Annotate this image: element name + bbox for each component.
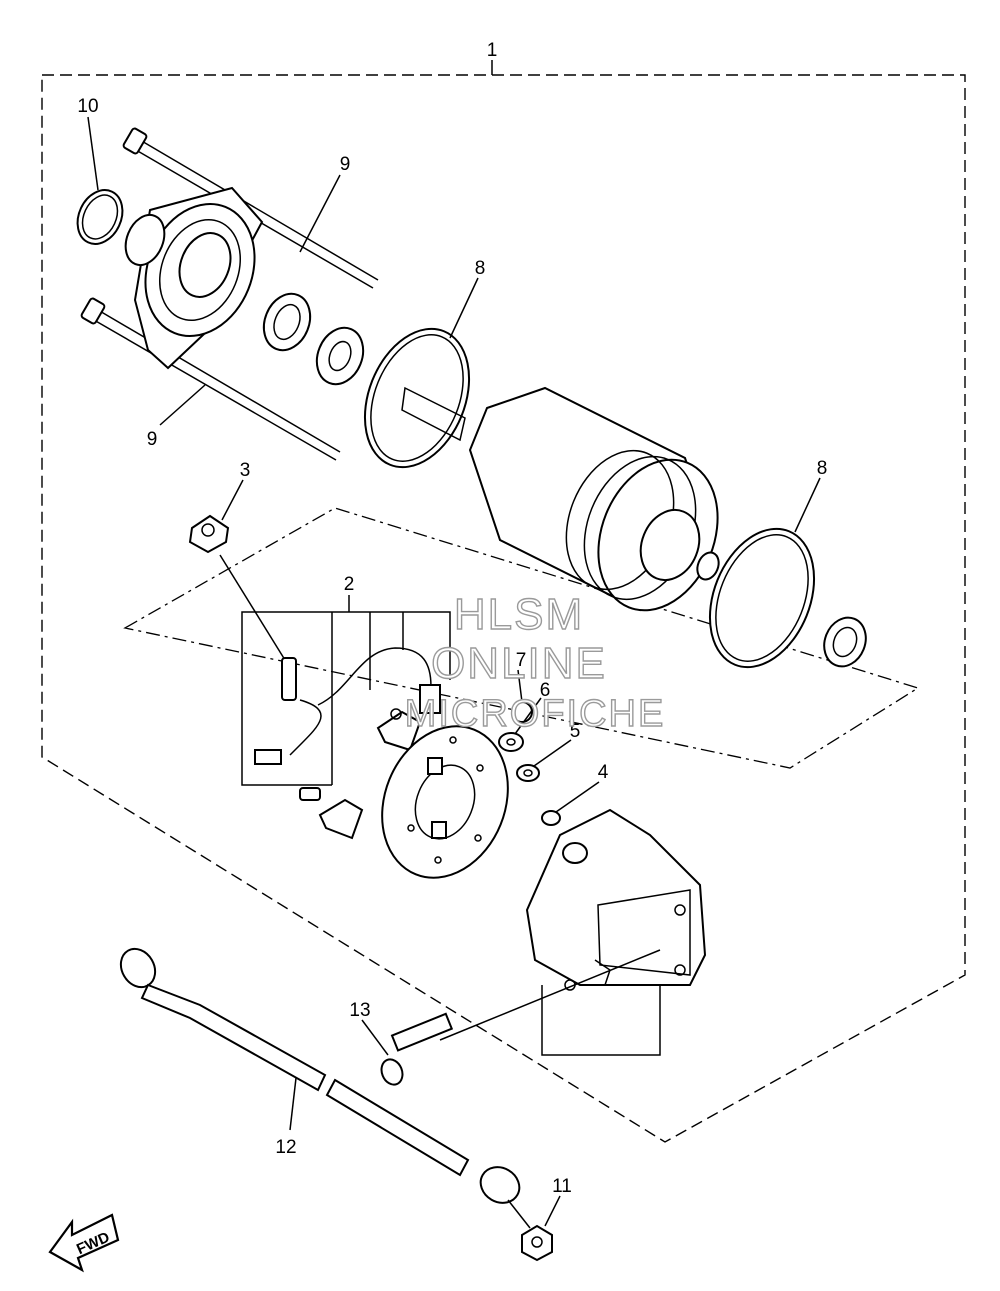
callout-4: 4: [598, 762, 609, 783]
brush-set-bracket: [241, 611, 451, 786]
watermark-line-1: HLSM: [454, 590, 584, 639]
brush-plate: [381, 725, 509, 879]
callout-11: 11: [552, 1176, 572, 1197]
leader-6: [514, 697, 542, 735]
bolt-axis-11: [507, 1199, 531, 1229]
rear-cover: [525, 808, 707, 991]
mounting-bolt: [380, 1012, 454, 1086]
cover-bolt-bracket: [541, 985, 661, 1056]
callout-9-top: 9: [340, 154, 351, 175]
watermark-line-2: ONLINE: [431, 639, 607, 688]
leader-12: [289, 1077, 297, 1131]
through-bolt-lower: [80, 297, 341, 461]
oil-seal: [315, 326, 365, 386]
cable-nut: [521, 1224, 553, 1262]
washer-5-hole: [523, 769, 533, 777]
washer-5: [516, 764, 540, 782]
assembly-boundary: [41, 74, 966, 1143]
leader-3: [221, 479, 244, 521]
bolt-axis-13: [439, 949, 661, 1041]
o-ring-4: [541, 810, 561, 826]
motor-yoke: [401, 386, 720, 612]
leader-9-bottom: [159, 384, 206, 426]
starter-lead-cable: [119, 947, 521, 1204]
callout-7: 7: [516, 650, 527, 671]
washer-6-hole: [506, 738, 516, 746]
callout-8-right: 8: [817, 458, 828, 479]
o-ring-rear: [708, 527, 816, 669]
washer-6: [498, 732, 524, 752]
callout-13: 13: [349, 1000, 370, 1021]
leader-5: [533, 739, 572, 767]
fwd-arrow-icon: FWD: [48, 1213, 120, 1273]
bolt-axis-3: [219, 554, 286, 661]
leader-10: [87, 116, 99, 191]
leader-7: [517, 669, 523, 703]
o-ring-small: [76, 189, 124, 245]
leader-9-top: [299, 174, 341, 253]
callout-8-top: 8: [475, 258, 486, 279]
front-cover: [124, 186, 264, 370]
o-ring-small-inner: [81, 194, 119, 240]
leader-8-top: [449, 277, 479, 339]
callout-10: 10: [77, 96, 98, 117]
leader-4: [555, 781, 600, 813]
leader-13: [361, 1019, 389, 1056]
brush-holder-upper: [376, 708, 422, 752]
terminal-nut: [188, 514, 230, 554]
o-ring-front: [363, 327, 471, 469]
leader-8-right: [794, 477, 821, 533]
callout-12: 12: [275, 1137, 296, 1158]
brush-holder-lower: [299, 787, 364, 840]
rear-bearing: [823, 616, 867, 668]
callout-2: 2: [344, 574, 355, 595]
callout-5: 5: [570, 721, 581, 742]
through-bolt-upper: [122, 127, 379, 289]
callout-9-bottom: 9: [147, 429, 158, 450]
terminal-stud-assembly: [254, 647, 441, 765]
callout-1: 1: [487, 40, 498, 61]
callout-3: 3: [240, 460, 251, 481]
front-bearing: [262, 292, 312, 352]
o-ring-rear-inner: [715, 534, 809, 662]
leader-11: [544, 1195, 561, 1227]
watermark-line-3: MICROFICHE: [405, 693, 666, 735]
callout-6: 6: [540, 680, 551, 701]
